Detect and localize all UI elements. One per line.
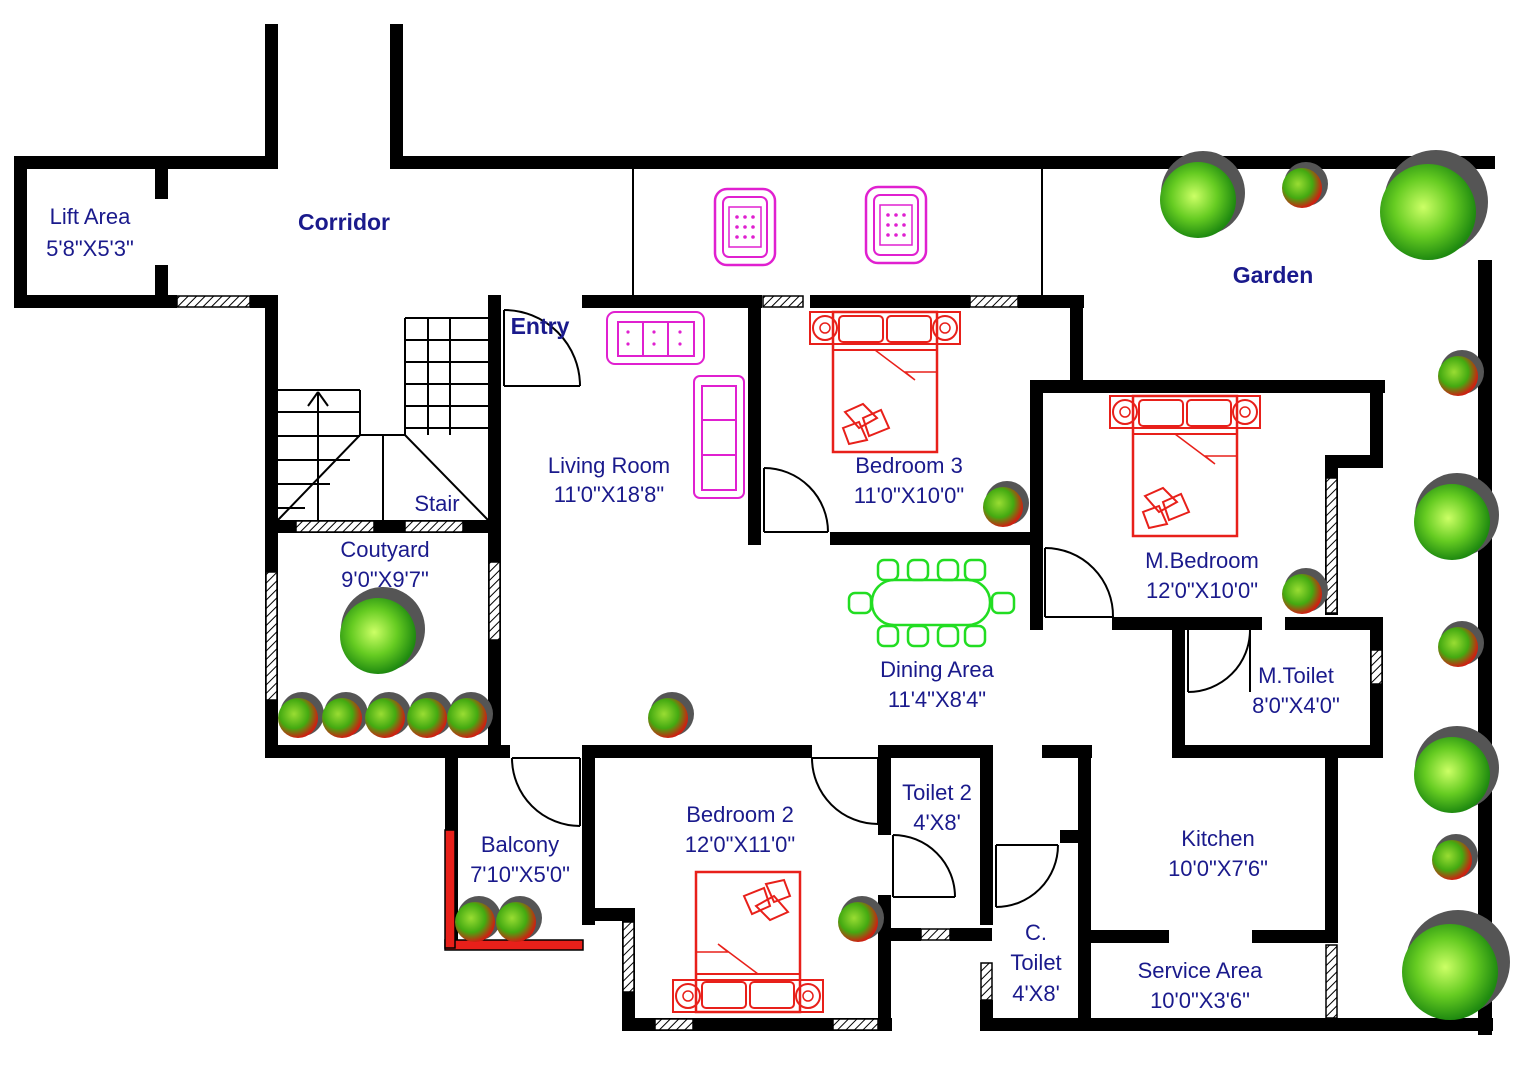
service-area-size: 10'0"X3'6": [1150, 988, 1250, 1013]
corridor-label: Corridor: [298, 209, 390, 235]
kitchen-name: Kitchen: [1181, 826, 1254, 851]
master-bedroom-size: 12'0"X10'0": [1146, 578, 1258, 603]
courtyard-name: Coutyard: [340, 537, 429, 562]
sofa-icon: [693, 375, 745, 499]
plant-icon: [983, 481, 1029, 527]
walls: [14, 24, 1495, 1035]
door-swing-icon: [763, 467, 829, 533]
bed-icon: [1108, 394, 1262, 538]
armchair-icon: [864, 185, 928, 265]
dining-area-size: 11'4"X8'4": [888, 687, 986, 712]
plant-icon: [496, 896, 542, 942]
bedroom2-size: 12'0"X11'0": [685, 832, 795, 857]
balcony-size: 7'10"X5'0": [470, 862, 570, 887]
sofa-icon: [606, 311, 705, 365]
plant-icon: [278, 692, 324, 738]
plant-icon: [1402, 910, 1510, 1020]
plant-icon: [365, 692, 411, 738]
master-bedroom-name: M.Bedroom: [1145, 548, 1259, 573]
plant-icon: [648, 692, 694, 738]
bedroom3-size: 11'0"X10'0": [854, 483, 964, 508]
courtyard-size: 9'0"X9'7": [341, 567, 429, 592]
plant-icon: [1432, 834, 1478, 880]
garden-label: Garden: [1233, 262, 1314, 288]
door-swing-icon: [995, 844, 1059, 908]
stair-icon: [277, 317, 489, 521]
room-labels: Lift Area 5'8"X5'3" Corridor Garden Entr…: [46, 204, 1340, 1013]
living-room-size: 11'0"X18'8": [554, 482, 664, 507]
living-room-name: Living Room: [548, 453, 670, 478]
toilet2-name: Toilet 2: [902, 780, 972, 805]
common-toilet-size: 4'X8': [1012, 981, 1060, 1006]
stair-label: Stair: [414, 491, 459, 516]
master-toilet-size: 8'0"X4'0": [1252, 693, 1340, 718]
plant-icon: [1438, 350, 1484, 396]
master-toilet-name: M.Toilet: [1258, 663, 1334, 688]
service-area-name: Service Area: [1138, 958, 1263, 983]
door-swings: [503, 309, 1251, 908]
dining-area-name: Dining Area: [880, 657, 995, 682]
entry-label: Entry: [511, 313, 570, 339]
door-swing-icon: [892, 834, 956, 898]
door-swing-icon: [511, 757, 581, 827]
armchair-icon: [713, 187, 777, 267]
lift-area-name: Lift Area: [50, 204, 131, 229]
door-swing-icon: [503, 309, 581, 387]
partition-lines: [632, 169, 1043, 295]
plant-icon: [407, 692, 453, 738]
bedroom2-name: Bedroom 2: [686, 802, 794, 827]
dining-table-icon: [847, 558, 1016, 648]
plant-icon: [322, 692, 368, 738]
toilet2-size: 4'X8': [913, 810, 961, 835]
bed-icon: [808, 310, 962, 454]
windows: [176, 295, 1383, 1031]
bed-icon: [671, 870, 825, 1014]
lift-area-size: 5'8"X5'3": [46, 236, 134, 261]
bedroom3-name: Bedroom 3: [855, 453, 963, 478]
door-swing-icon: [1187, 629, 1251, 693]
plant-icon: [838, 896, 884, 942]
door-swing-icon: [1044, 547, 1115, 618]
plant-icon: [1282, 568, 1328, 614]
plant-icon: [340, 587, 425, 674]
common-toilet-name-line1: C.: [1025, 920, 1047, 945]
plant-icon: [1438, 621, 1484, 667]
kitchen-size: 10'0"X7'6": [1168, 856, 1268, 881]
common-toilet-name-line2: Toilet: [1010, 950, 1061, 975]
door-swing-icon: [811, 757, 879, 825]
balcony-name: Balcony: [481, 832, 559, 857]
plant-icon: [1160, 151, 1245, 238]
plant-icon: [447, 692, 493, 738]
plant-icon: [455, 896, 501, 942]
